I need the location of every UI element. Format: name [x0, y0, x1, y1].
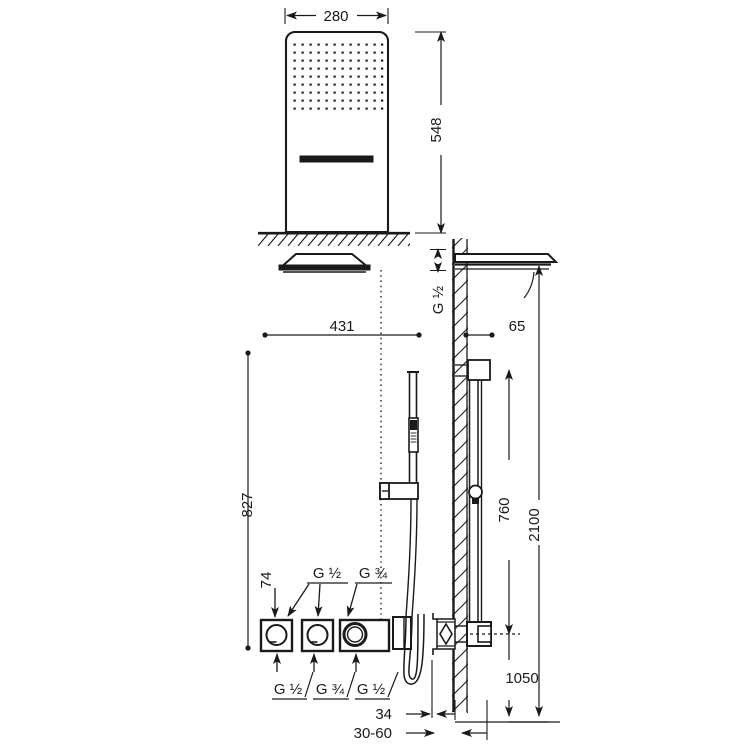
dimension-label-74: 74: [258, 572, 275, 589]
dimension-label-30-60: 30-60: [354, 725, 392, 742]
shower-hose-upper: [411, 498, 418, 617]
label-g-half-top: G ½: [313, 565, 342, 582]
wall-spout-side-view: [454, 253, 559, 299]
dimension-total-2100: [455, 265, 560, 723]
hose-outlet-box: [392, 616, 412, 650]
dimension-depth-30-60: [406, 700, 488, 740]
cascade-slot: [299, 155, 374, 163]
label-g-half-bottom-1: G ½: [274, 681, 303, 698]
overhead-shower-front-view: [284, 30, 390, 234]
dimension-label-548: 548: [428, 117, 445, 142]
rail-top-bracket: [467, 359, 491, 381]
dimension-label-280: 280: [323, 8, 348, 25]
rail-slider: [468, 484, 483, 500]
dimension-label-1050: 1050: [505, 670, 538, 687]
label-g-half-wall: G ½: [430, 285, 447, 314]
nozzle-grid: [293, 43, 384, 110]
wall-inlet-connector: [432, 613, 492, 655]
dimension-width-280: [284, 8, 389, 24]
dimension-label-827: 827: [239, 492, 256, 517]
slide-rail-assembly: [455, 359, 491, 622]
hand-shower-assembly: [379, 371, 419, 617]
leader-g-half-top-a: [287, 583, 310, 617]
valve-row: [259, 616, 412, 653]
leader-g-threequarter-top: [346, 583, 358, 617]
hand-shower-head: [408, 417, 419, 453]
floor-hatching: [258, 231, 410, 246]
cascade-spout-perspective: [278, 253, 371, 273]
label-g-threequarter-top: G ¾: [359, 565, 388, 582]
label-g-half-bottom-2: G ½: [357, 681, 386, 698]
wall-section: [452, 238, 468, 713]
dimension-label-760: 760: [496, 497, 513, 522]
label-g-threequarter-bottom: G ¾: [316, 681, 345, 698]
dimension-label-65: 65: [509, 318, 526, 335]
dimension-height-548: [415, 31, 446, 234]
leader-g-half-top-b: [314, 583, 323, 617]
shower-hose-loop: [403, 613, 425, 685]
dimension-label-2100: 2100: [526, 508, 543, 541]
dimension-g-half-wall-outlet: [430, 248, 446, 273]
water-stream-indicator: [523, 271, 535, 299]
dimension-label-34: 34: [375, 706, 392, 723]
dimension-label-431: 431: [329, 318, 354, 335]
dimension-depth-34: [406, 660, 456, 720]
